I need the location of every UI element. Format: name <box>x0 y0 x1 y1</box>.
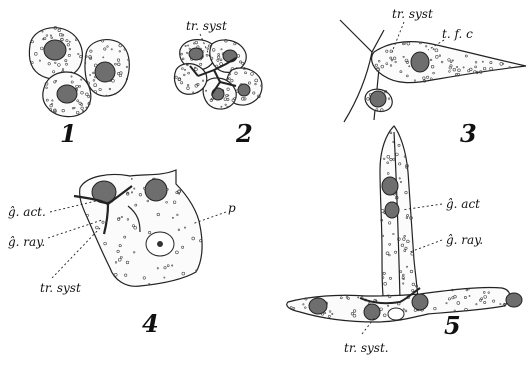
fig2-label-tr-syst: tr. syst <box>186 19 227 33</box>
fig5-nucleus-upper <box>382 177 398 195</box>
fig4-label-p: p <box>228 201 236 215</box>
fig4-label-gact: ĝ. act. <box>8 205 46 219</box>
figure-1: 1 <box>29 26 129 148</box>
fig1-nucleus-right <box>95 62 115 82</box>
fig5-nucleus-base-right <box>412 294 428 310</box>
fig5-vesicle <box>388 308 404 320</box>
figure-number-2: 2 <box>235 119 253 148</box>
fig4-label-gray: ĝ. ray. <box>8 235 45 249</box>
fig2-nucleus-3 <box>238 84 250 96</box>
fig4-label-trsyst: tr. syst <box>40 281 81 295</box>
fig5-nucleus-mid <box>385 202 399 218</box>
fig5-nucleus-base-left <box>309 298 327 314</box>
fig4-nucleus-right <box>145 179 167 201</box>
figure-number-3: 3 <box>460 119 477 148</box>
figure-number-1: 1 <box>60 119 77 148</box>
fig5-nucleus-base-center <box>364 304 380 320</box>
fig3-wall-upper <box>340 20 384 52</box>
fig5-label-gact: ĝ. act <box>446 197 480 211</box>
figure-5: ĝ. act ĝ. ray. tr. syst. 5 <box>287 126 522 355</box>
figure-2: tr. syst 2 <box>174 19 262 148</box>
fig4-leader-trsyst <box>52 228 100 278</box>
fig3-label-tfc: t. f. c <box>442 27 473 41</box>
figure-number-5: 5 <box>444 311 461 340</box>
fig3-label-tr-syst: tr. syst <box>392 7 433 21</box>
fig1-nucleus-upper-left <box>44 40 66 60</box>
fig5-label-trsyst: tr. syst. <box>344 341 389 355</box>
figure-number-4: 4 <box>142 309 159 338</box>
fig1-nucleus-bottom <box>57 85 77 103</box>
fig3-nucleus-upper <box>411 52 429 72</box>
fig5-leader-gray <box>410 240 442 252</box>
fig2-nucleus-1 <box>189 48 203 60</box>
fig5-label-gray: ĝ. ray. <box>446 233 483 247</box>
figure-3: tr. syst t. f. c 3 <box>340 7 526 148</box>
fig4-vacuole-dot <box>157 241 163 247</box>
fig3-wall-lower <box>344 52 372 122</box>
fig2-nucleus-2 <box>223 50 237 62</box>
fig5-nucleus-tail <box>506 293 522 307</box>
figure-4: ĝ. act. ĝ. ray. tr. syst p 4 <box>8 170 236 338</box>
fig3-nucleus-lower <box>370 91 386 107</box>
